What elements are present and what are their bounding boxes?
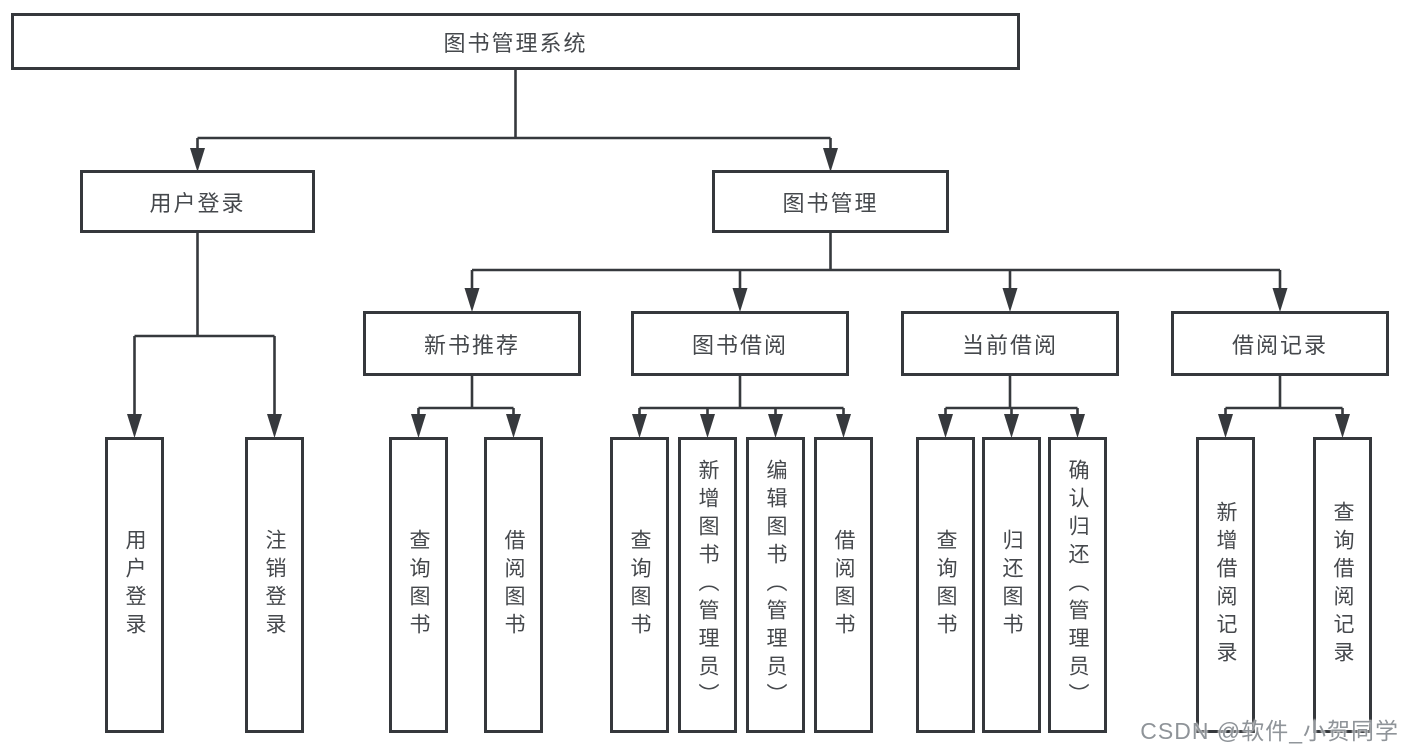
- node-label: 归还图书: [1000, 529, 1023, 641]
- node-label: 新书推荐: [423, 332, 520, 358]
- node-label: 图书借阅: [691, 332, 788, 358]
- node-new-book-recommend: 新书推荐: [363, 311, 581, 376]
- node-label: 确认归还（管理员）: [1066, 459, 1089, 711]
- node-label: 图书管理系统: [443, 30, 588, 56]
- node-label: 查询图书: [407, 529, 430, 641]
- csdn-watermark: CSDN @软件_小贺同学: [1140, 718, 1399, 744]
- node-label: 用户登录: [149, 190, 246, 216]
- leaf-logout: 注销登录: [245, 437, 304, 733]
- node-current-borrowing: 当前借阅: [901, 311, 1119, 376]
- node-root-library-system: 图书管理系统: [11, 13, 1020, 70]
- leaf-confirm-return-admin: 确认归还（管理员）: [1048, 437, 1107, 733]
- node-label: 用户登录: [123, 529, 146, 641]
- node-book-borrowing: 图书借阅: [631, 311, 849, 376]
- leaf-query-books-current: 查询图书: [916, 437, 975, 733]
- node-label: 查询图书: [628, 529, 651, 641]
- leaf-query-books-recommend: 查询图书: [389, 437, 448, 733]
- node-label: 新增借阅记录: [1214, 501, 1237, 669]
- leaf-add-books-admin: 新增图书（管理员）: [678, 437, 737, 733]
- node-label: 借阅图书: [502, 529, 525, 641]
- node-label: 新增图书（管理员）: [696, 459, 719, 711]
- leaf-edit-books-admin: 编辑图书（管理员）: [746, 437, 805, 733]
- node-label: 查询借阅记录: [1331, 501, 1354, 669]
- node-user-login: 用户登录: [80, 170, 315, 233]
- node-label: 当前借阅: [961, 332, 1058, 358]
- node-label: 查询图书: [934, 529, 957, 641]
- node-book-management: 图书管理: [712, 170, 949, 233]
- leaf-return-books: 归还图书: [982, 437, 1041, 733]
- node-label: 注销登录: [263, 529, 286, 641]
- node-label: 图书管理: [782, 190, 879, 216]
- leaf-borrow-books-recommend: 借阅图书: [484, 437, 543, 733]
- leaf-query-borrow-record: 查询借阅记录: [1313, 437, 1372, 733]
- node-borrowing-records: 借阅记录: [1171, 311, 1389, 376]
- node-label: 借阅记录: [1231, 332, 1328, 358]
- leaf-add-borrow-record: 新增借阅记录: [1196, 437, 1255, 733]
- leaf-borrow-books: 借阅图书: [814, 437, 873, 733]
- leaf-query-books-borrowing: 查询图书: [610, 437, 669, 733]
- node-label: 编辑图书（管理员）: [764, 459, 787, 711]
- leaf-user-login: 用户登录: [105, 437, 164, 733]
- node-label: 借阅图书: [832, 529, 855, 641]
